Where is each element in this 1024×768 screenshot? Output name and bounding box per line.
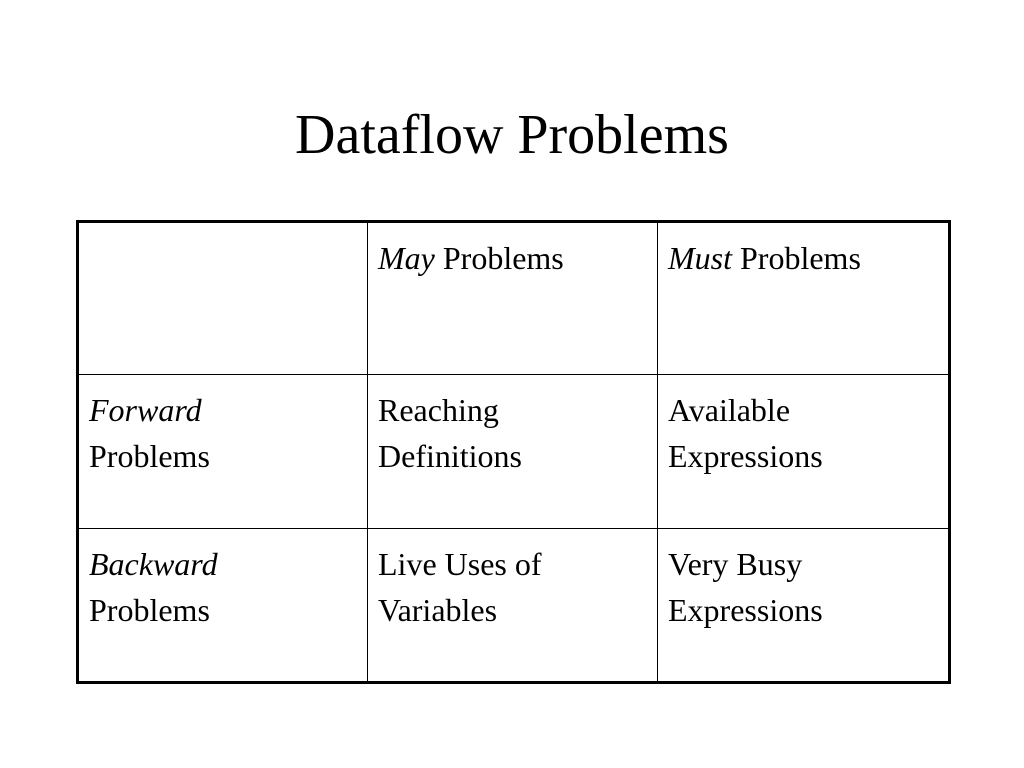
header-may-problems: May Problems bbox=[367, 221, 658, 375]
header-must-italic: Must bbox=[668, 240, 732, 276]
cell-backward-may-line2: Variables bbox=[378, 591, 498, 628]
cell-forward-must-line2: Expressions bbox=[668, 437, 823, 474]
table-corner-cell bbox=[77, 221, 368, 375]
header-may-italic: May bbox=[378, 240, 435, 276]
cell-backward-must-line1: Very Busy bbox=[668, 545, 803, 582]
header-must-rest: Problems bbox=[740, 240, 861, 276]
header-must-problems: Must Problems bbox=[657, 221, 950, 375]
cell-forward-must-line1: Available bbox=[668, 391, 791, 428]
row-label-forward-italic: Forward bbox=[89, 391, 202, 428]
cell-live-uses-of-variables: Live Uses of Variables bbox=[367, 527, 658, 684]
cell-forward-may-line1: Reaching bbox=[378, 391, 499, 428]
slide-title: Dataflow Problems bbox=[295, 104, 729, 166]
cell-forward-may-line2: Definitions bbox=[378, 437, 522, 474]
row-label-forward-rest: Problems bbox=[89, 437, 210, 474]
cell-backward-may-line1: Live Uses of bbox=[378, 545, 542, 582]
table-header-row: May Problems Must Problems bbox=[77, 221, 950, 375]
row-label-backward-italic: Backward bbox=[89, 545, 218, 582]
cell-backward-must-line2: Expressions bbox=[668, 591, 823, 628]
header-may-rest: Problems bbox=[442, 240, 564, 276]
row-label-backward-rest: Problems bbox=[89, 591, 210, 628]
